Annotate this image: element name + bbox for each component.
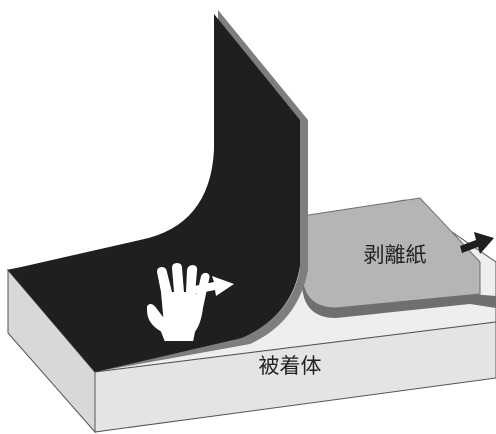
pull-direction-arrow <box>460 232 494 254</box>
substrate-side-face <box>94 321 496 433</box>
substrate-label: 被着体 <box>259 354 322 378</box>
peel-direction-arrow <box>194 276 234 296</box>
release-paper-edge <box>302 238 496 318</box>
release-paper-label: 剥離紙 <box>364 243 427 267</box>
hand-icon <box>145 260 212 343</box>
